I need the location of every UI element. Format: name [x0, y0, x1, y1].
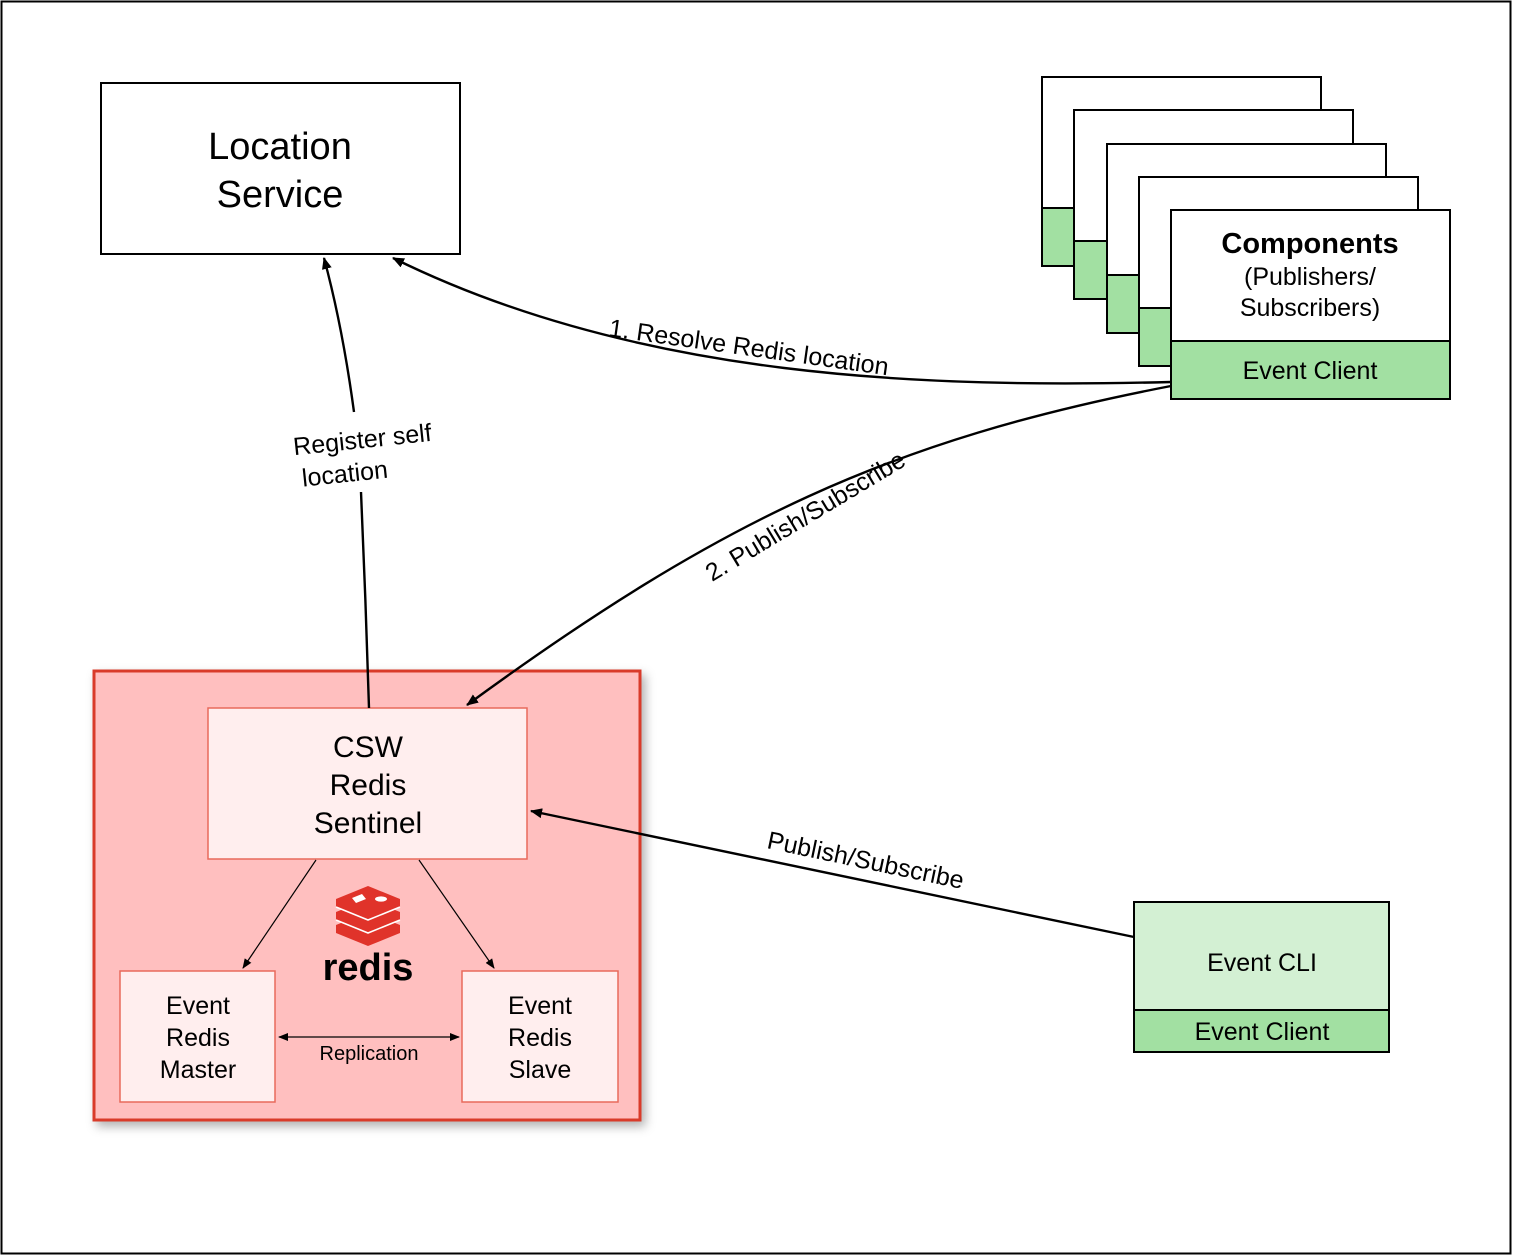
- edge-publish-subscribe: [466, 384, 1172, 706]
- slave-label-line3: Slave: [509, 1056, 572, 1084]
- components-subtitle-line1: (Publishers/: [1244, 263, 1376, 291]
- edge-cli-publish-subscribe: [530, 808, 1135, 939]
- components-stack[interactable]: Components (Publishers/ Subscribers) Eve…: [1041, 76, 1451, 400]
- edge-register-upper: [322, 257, 356, 413]
- edge-resolve-redis-location: [392, 256, 1172, 385]
- components-event-client[interactable]: [1170, 340, 1451, 400]
- sentinel-label-line1: CSW: [333, 731, 404, 764]
- master-label-line1: Event: [166, 992, 230, 1020]
- components-subtitle-line2: Subscribers): [1240, 294, 1380, 322]
- event-cli-title: Event CLI: [1207, 949, 1317, 977]
- event-cli-event-client[interactable]: [1133, 1009, 1390, 1053]
- sentinel-label-line2: Redis: [330, 769, 407, 802]
- location-service-label-line2: Service: [217, 174, 344, 216]
- master-label-line3: Master: [160, 1056, 236, 1084]
- components-event-client-label: Event Client: [1243, 357, 1378, 385]
- master-label-line2: Redis: [166, 1024, 230, 1052]
- event-cli-client-label: Event Client: [1195, 1018, 1330, 1046]
- redis-logo-text: redis: [323, 947, 414, 989]
- slave-label-line2: Redis: [508, 1024, 572, 1052]
- slave-label-line1: Event: [508, 992, 572, 1020]
- event-cli-node[interactable]: Event CLI Event Client: [1133, 901, 1390, 1053]
- location-service-label-line1: Location: [208, 126, 352, 168]
- edge-sentinel-to-master: [242, 859, 317, 969]
- redis-logo-icon: redis: [323, 886, 414, 989]
- redis-sentinel-node[interactable]: CSW Redis Sentinel: [207, 707, 528, 860]
- redis-slave-node[interactable]: Event Redis Slave: [461, 970, 619, 1103]
- edge-sentinel-to-slave: [418, 859, 495, 969]
- csw-redis-cluster[interactable]: CSW Redis Sentinel Event Redis Master Ev…: [92, 669, 642, 1122]
- sentinel-label-line3: Sentinel: [314, 807, 422, 840]
- edge-register-lower: [359, 491, 371, 709]
- location-service-node[interactable]: Location Service: [100, 82, 461, 255]
- redis-master-node[interactable]: Event Redis Master: [119, 970, 276, 1103]
- replication-label: Replication: [320, 1043, 419, 1065]
- components-front-card[interactable]: Components (Publishers/ Subscribers) Eve…: [1170, 209, 1451, 400]
- components-title: Components: [1221, 228, 1398, 260]
